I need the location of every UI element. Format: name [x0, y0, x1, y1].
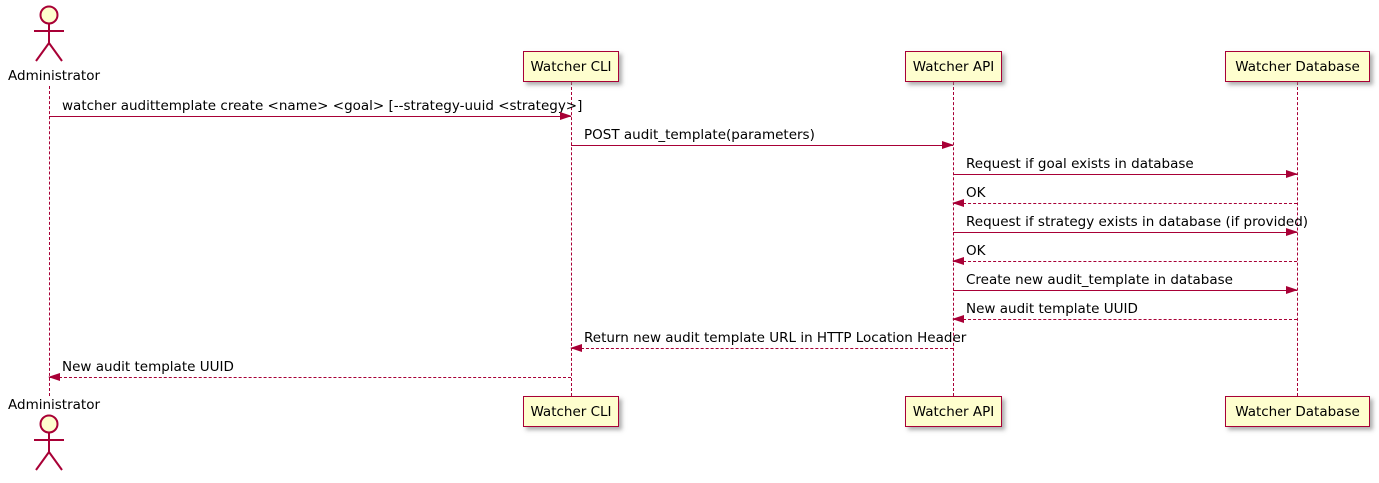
message-label: Request if goal exists in database	[966, 156, 1194, 172]
message-label: POST audit_template(parameters)	[584, 127, 815, 143]
message-line	[953, 261, 1297, 262]
participant-watcher-api-bottom: Watcher API	[905, 396, 1002, 427]
arrowhead-left-icon	[952, 199, 964, 207]
message-line	[953, 174, 1297, 175]
arrowhead-right-icon	[560, 112, 572, 120]
message-new-audit-template-uuid-admin: New audit template UUID	[48, 359, 571, 381]
message-new-audit-template-uuid-db: New audit template UUID	[952, 301, 1297, 323]
participant-label: Watcher API	[912, 58, 995, 75]
message-return-audit-template-url: Return new audit template URL in HTTP Lo…	[570, 330, 966, 352]
message-line	[49, 116, 571, 117]
message-line	[953, 232, 1297, 233]
message-label: Request if strategy exists in database (…	[966, 214, 1309, 230]
participant-watcher-cli-bottom: Watcher CLI	[523, 396, 619, 427]
actor-icon	[34, 414, 64, 471]
arrowhead-right-icon	[1286, 228, 1298, 236]
lifeline-watcher-cli	[571, 82, 572, 396]
participant-watcher-database-top: Watcher Database	[1225, 51, 1370, 82]
participant-label: Watcher CLI	[530, 58, 612, 75]
arrowhead-right-icon	[942, 141, 954, 149]
participant-label: Watcher Database	[1235, 58, 1360, 75]
lifeline-administrator	[49, 86, 50, 396]
participant-label: Watcher CLI	[530, 403, 612, 420]
message-create-audittemplate: watcher audittemplate create <name> <goa…	[49, 98, 582, 120]
message-request-goal-exists: Request if goal exists in database	[953, 156, 1298, 178]
arrowhead-left-icon	[952, 315, 964, 323]
message-line	[953, 290, 1297, 291]
actor-icon	[34, 5, 64, 62]
message-label: OK	[966, 243, 986, 259]
message-line	[49, 377, 571, 378]
message-post-audit-template: POST audit_template(parameters)	[571, 127, 954, 149]
participant-label: Watcher API	[912, 403, 995, 420]
message-line	[571, 145, 953, 146]
lifeline-watcher-api	[953, 82, 954, 396]
message-line	[571, 348, 953, 349]
message-label: Create new audit_template in database	[966, 272, 1233, 288]
message-label: New audit template UUID	[966, 301, 1138, 317]
arrowhead-left-icon	[570, 344, 582, 352]
message-label: OK	[966, 185, 986, 201]
message-create-audit-template-db: Create new audit_template in database	[953, 272, 1298, 294]
message-line	[953, 319, 1297, 320]
message-line	[953, 203, 1297, 204]
lifeline-watcher-database	[1297, 82, 1298, 396]
message-label: New audit template UUID	[62, 359, 234, 375]
participant-watcher-cli-top: Watcher CLI	[523, 51, 619, 82]
actor-administrator-bottom-label: Administrator	[8, 397, 101, 413]
participant-watcher-api-top: Watcher API	[905, 51, 1002, 82]
message-label: watcher audittemplate create <name> <goa…	[62, 98, 583, 114]
message-request-strategy-exists: Request if strategy exists in database (…	[953, 214, 1308, 236]
message-label: Return new audit template URL in HTTP Lo…	[584, 330, 967, 346]
arrowhead-left-icon	[48, 373, 60, 381]
arrowhead-right-icon	[1286, 286, 1298, 294]
participant-label: Watcher Database	[1235, 403, 1360, 420]
actor-administrator-top-label: Administrator	[8, 68, 101, 84]
arrowhead-right-icon	[1286, 170, 1298, 178]
message-ok-strategy: OK	[952, 243, 1297, 265]
participant-watcher-database-bottom: Watcher Database	[1225, 396, 1370, 427]
message-ok-goal: OK	[952, 185, 1297, 207]
arrowhead-left-icon	[952, 257, 964, 265]
